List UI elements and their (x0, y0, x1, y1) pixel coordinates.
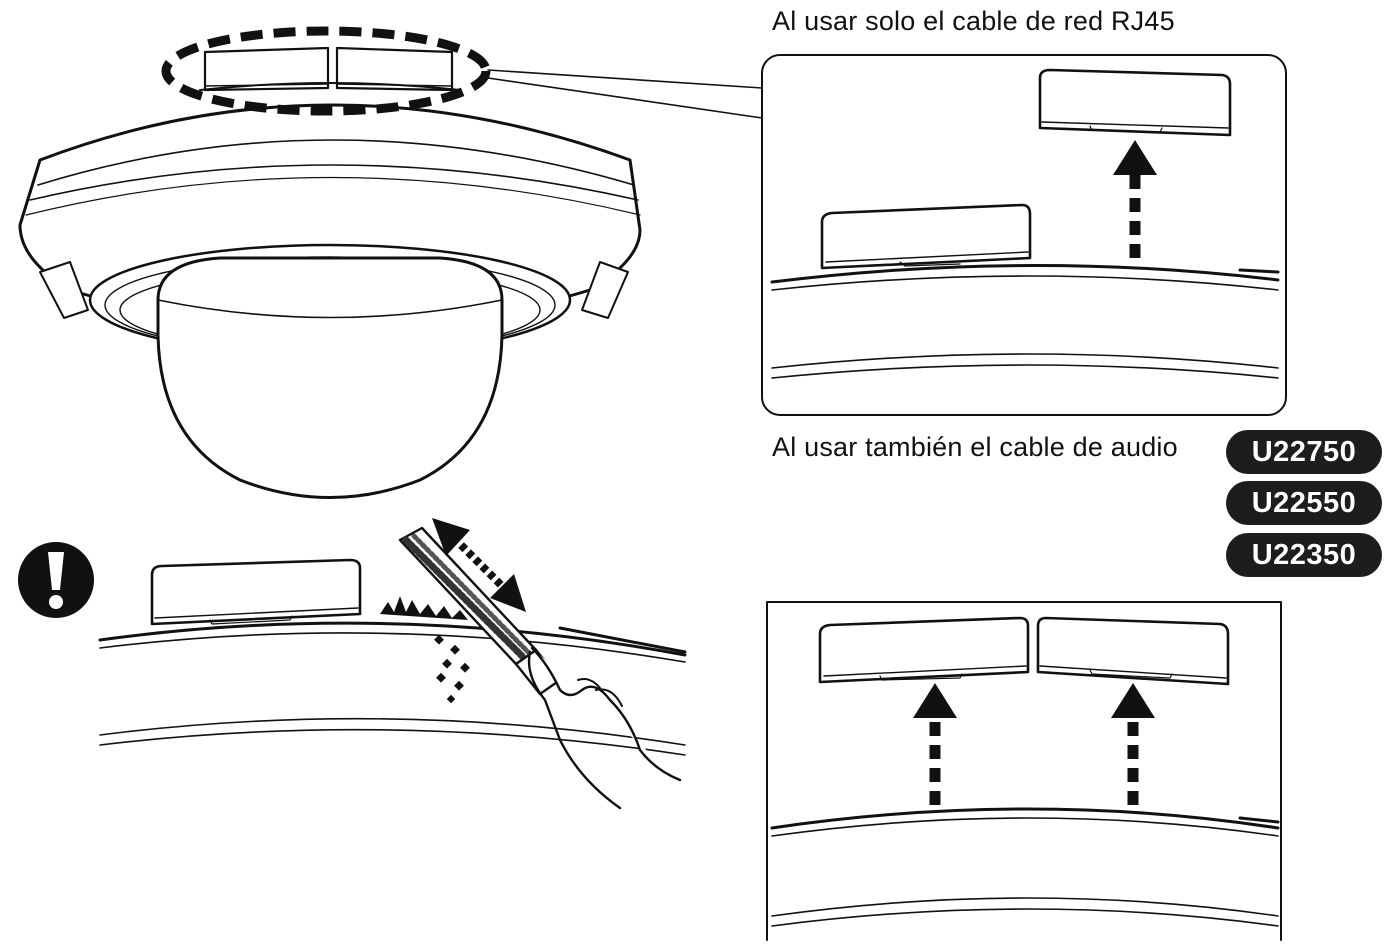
caption-rj45-only: Al usar solo el cable de red RJ45 (772, 6, 1175, 36)
panel-audio (766, 601, 1282, 941)
arrow-up-icon (1113, 140, 1157, 258)
arrow-up-icon (1111, 683, 1155, 805)
file-tool-icon (398, 526, 562, 696)
panel-rj45 (761, 54, 1287, 416)
model-badge-u22750: U22750 (1226, 430, 1382, 474)
model-badge-u22350: U22350 (1226, 533, 1382, 577)
arrow-up-icon (913, 683, 957, 805)
double-arrow-icon (432, 518, 526, 612)
exclamation-icon (18, 542, 94, 618)
model-badge-u22550: U22550 (1226, 481, 1382, 525)
caption-with-audio: Al usar también el cable de audio (772, 432, 1178, 462)
dome-camera (18, 26, 763, 499)
filing-illustration (18, 518, 687, 810)
